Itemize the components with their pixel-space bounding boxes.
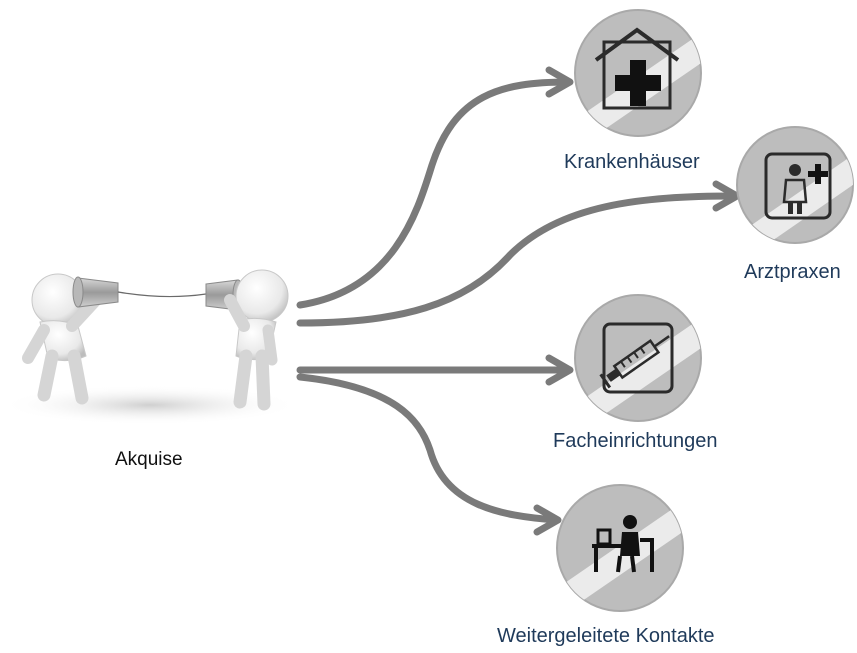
doctor-icon [764, 152, 832, 220]
source-label: Akquise [115, 449, 183, 470]
arrow-to-facheinrichtungen [296, 354, 574, 386]
target-label-weitergeleitete-kontakte[interactable]: Weitergeleitete Kontakte [497, 625, 715, 647]
arrow-to-weitergeleitete-kontakte [296, 373, 562, 536]
hospital-badge[interactable] [560, 9, 720, 160]
tin-can-phone-illustration [0, 269, 300, 425]
target-label-facheinrichtungen[interactable]: Facheinrichtungen [553, 430, 718, 452]
syringe-icon [599, 322, 674, 394]
doctor-badge[interactable] [730, 126, 857, 270]
target-label-arztpraxen[interactable]: Arztpraxen [744, 261, 841, 283]
hospital-icon [594, 27, 680, 110]
arrow-to-arztpraxen [296, 180, 741, 327]
arrows [296, 66, 741, 536]
right-figure [224, 269, 289, 411]
arrow-to-krankenhaeuser [296, 66, 574, 309]
left-figure [22, 273, 102, 405]
person-at-desk-icon [592, 515, 654, 573]
contacts-badge[interactable] [540, 484, 700, 630]
left-can [72, 276, 119, 308]
can-string [117, 291, 207, 298]
target-label-krankenhaeuser[interactable]: Krankenhäuser [564, 151, 700, 173]
syringe-badge[interactable] [560, 294, 720, 445]
